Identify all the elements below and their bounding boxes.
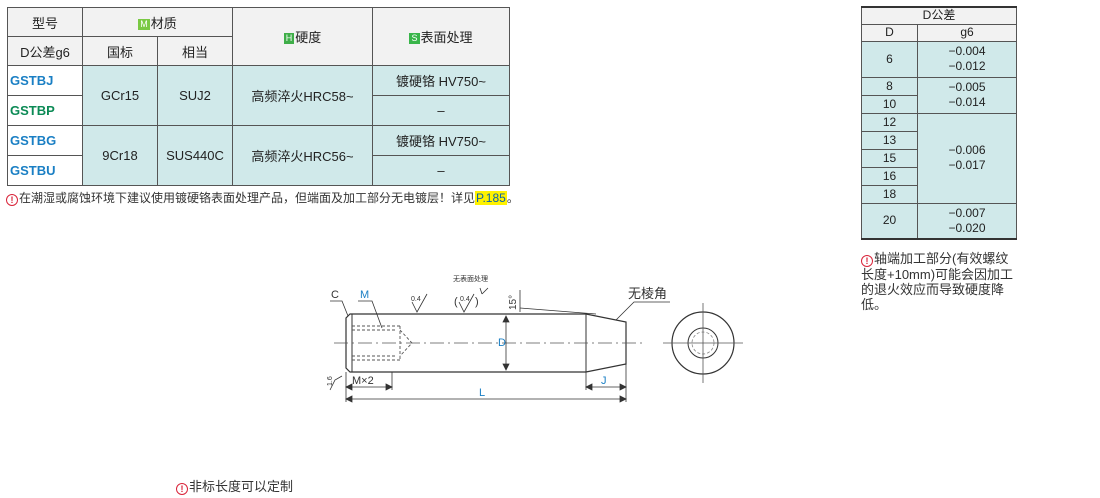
tolerance-d-cell: 16	[861, 166, 918, 186]
roughness-value: 0.4	[460, 296, 470, 303]
tolerance-col-d: D	[861, 23, 918, 42]
warning-icon: !	[6, 194, 18, 206]
label-c: C	[331, 289, 339, 301]
tolerance-d-cell: 10	[861, 94, 918, 114]
table-row-code[interactable]: GSTBG	[7, 125, 83, 156]
table-row-code[interactable]: GSTBU	[7, 155, 83, 186]
header-model: 型号	[7, 7, 83, 37]
table-row-code[interactable]: GSTBJ	[7, 65, 83, 96]
roughness-icon	[411, 293, 428, 313]
header-standard: 国标	[82, 36, 158, 66]
material-tag-icon: M	[138, 18, 150, 30]
l-dimension	[345, 364, 627, 403]
label-no-edge: 无棱角	[628, 286, 667, 301]
no-edge-leader	[615, 301, 670, 321]
c-leader	[330, 300, 349, 317]
j-dimension	[585, 372, 627, 391]
hardness-cell: 高频淬火HRC58~	[232, 65, 373, 126]
tolerance-g6-cell: −0.005 −0.014	[917, 76, 1017, 114]
header-tolerance: D公差g6	[7, 36, 83, 66]
standard-cell: 9Cr18	[82, 125, 158, 186]
hardness-tag-icon: H	[283, 33, 295, 44]
shaft-note: !轴端加工部分(有效螺纹长度+10mm)可能会因加工的退火效应而导致硬度降低。	[861, 251, 1014, 312]
label-d: D	[498, 337, 506, 349]
table-row-code[interactable]: GSTBP	[7, 95, 83, 126]
warning-icon: !	[176, 483, 188, 495]
pin-drawing: D L M×2 J C M 0.4 无表面处理 ( 0.4 ) 1.6 15° …	[327, 274, 743, 403]
tolerance-d-cell: 18	[861, 184, 918, 204]
threaded-hole	[352, 325, 413, 361]
surface-cell: 镀硬铬 HV750~	[372, 65, 510, 96]
warning-icon: !	[861, 255, 873, 267]
label-l: L	[479, 387, 485, 399]
tolerance-d-cell: 8	[861, 76, 918, 96]
tolerance-d-cell: 13	[861, 130, 918, 150]
tolerance-d-cell: 6	[861, 40, 918, 78]
plating-note: !在潮湿或腐蚀环境下建议使用镀硬铬表面处理产品，但端面及加工部分无电镀层！详见P…	[6, 189, 519, 206]
roughness-value: 1.6	[327, 376, 334, 386]
tolerance-d-cell: 20	[861, 202, 918, 240]
paren-close: )	[475, 296, 479, 308]
custom-length-note: !非标长度可以定制	[176, 476, 293, 495]
label-m: M	[360, 289, 369, 301]
hardness-cell: 高频淬火HRC56~	[232, 125, 373, 186]
m-leader	[358, 300, 383, 329]
tolerance-g6-cell: −0.006 −0.017	[917, 112, 1017, 204]
label-no-surface: 无表面处理	[453, 274, 488, 283]
roughness-value: 0.4	[411, 296, 421, 303]
tolerance-table: D公差 D g6 6 −0.004 −0.012 8 −0.005 −0.014…	[861, 6, 1017, 240]
roughness-icon	[458, 293, 475, 313]
roughness-icon	[479, 287, 489, 295]
label-j: J	[601, 375, 607, 387]
tolerance-d-cell: 12	[861, 112, 918, 132]
paren-open: (	[454, 296, 458, 308]
tolerance-title: D公差	[861, 6, 1017, 25]
tolerance-d-cell: 15	[861, 148, 918, 168]
equivalent-cell: SUS440C	[157, 125, 233, 186]
tolerance-col-g6: g6	[917, 23, 1017, 42]
tolerance-g6-cell: −0.007 −0.020	[917, 202, 1017, 240]
surface-cell: –	[372, 95, 510, 126]
surface-cell: –	[372, 155, 510, 186]
surface-cell: 镀硬铬 HV750~	[372, 125, 510, 156]
page-reference-link[interactable]: P.185	[475, 191, 507, 205]
end-view	[663, 303, 743, 383]
d-dimension	[502, 315, 510, 371]
equivalent-cell: SUJ2	[157, 65, 233, 126]
surface-tag-icon: S	[409, 33, 420, 44]
mx2-dimension	[345, 372, 393, 391]
angle-line	[519, 307, 597, 315]
standard-cell: GCr15	[82, 65, 158, 126]
tolerance-g6-cell: −0.004 −0.012	[917, 40, 1017, 78]
label-mx2: M×2	[352, 375, 374, 387]
header-equivalent: 相当	[157, 36, 233, 66]
roughness-icon	[329, 375, 343, 391]
label-angle: 15°	[508, 295, 519, 310]
